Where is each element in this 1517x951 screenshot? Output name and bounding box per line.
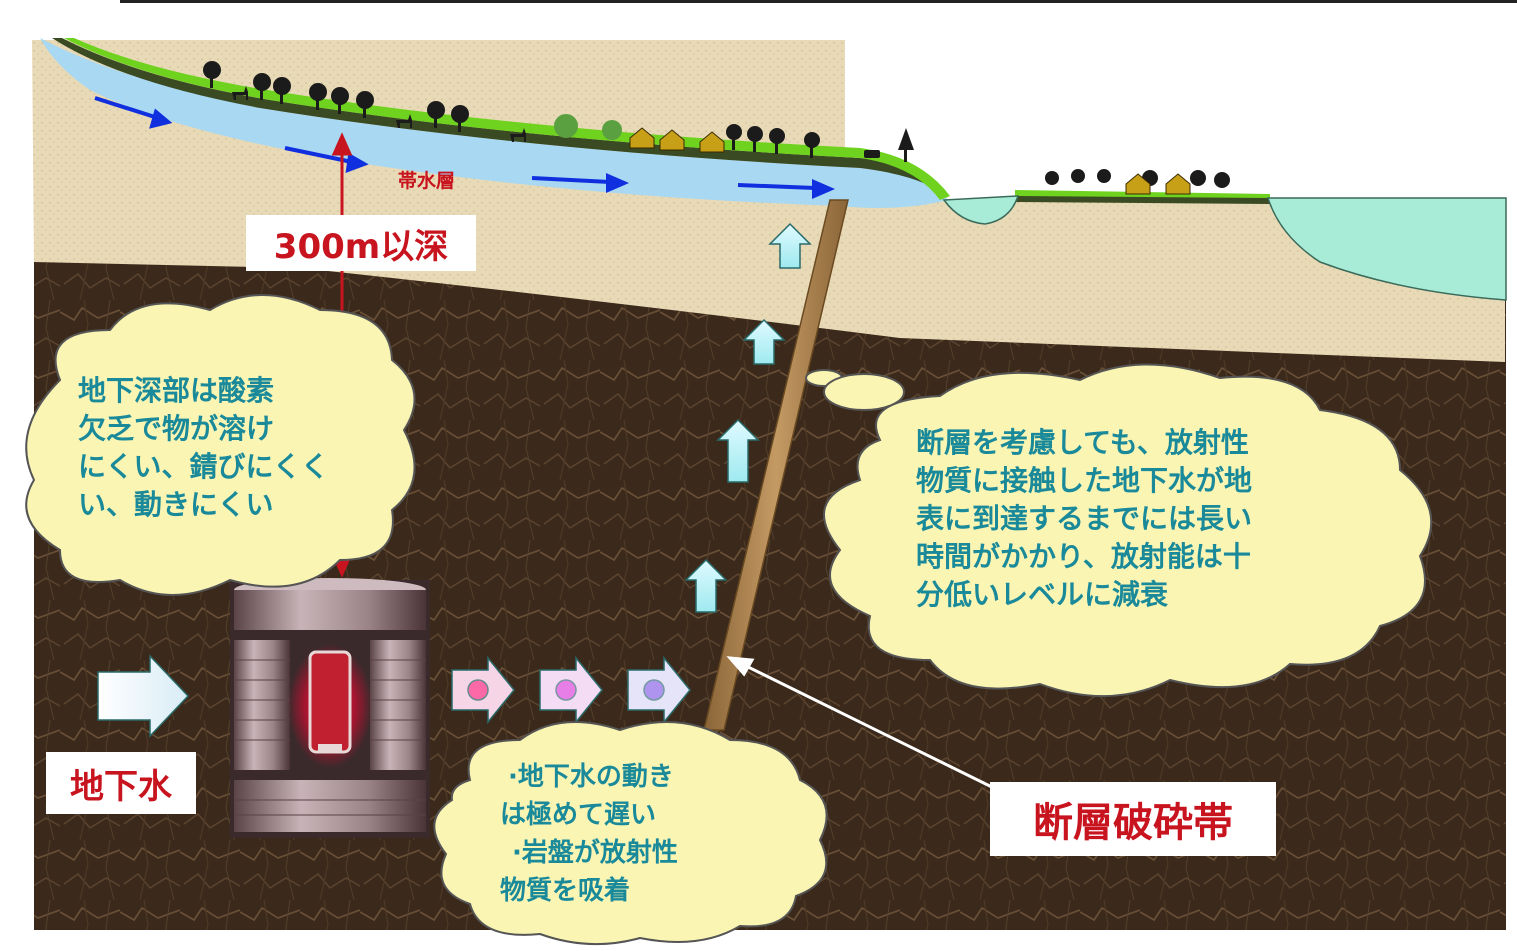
sea [1266,197,1507,301]
fault-pointer [726,656,1003,794]
surface-scenery [203,61,1230,195]
callout-line: 表に到達するまでには長い [916,502,1253,535]
callout-line: 分低いレベルに減衰 [916,578,1169,611]
callout-line: 物質に接触した地下水が地 [916,464,1253,497]
callout-line: 時間がかかり、放射能は十 [916,540,1251,573]
fault-zone [703,199,849,731]
callout-line: 欠乏で物が溶け [78,412,275,445]
cloud-left [25,294,416,596]
deer-icon [232,86,526,142]
aquifer-label: 帯水層 [398,170,456,192]
top-border [0,0,1517,3]
callout-fault-consideration: 断層を考慮しても、放射性 物質に接触した地下水が地 表に到達するまでには長い 時… [916,424,1252,614]
aquifer [40,38,948,208]
callout-line: い、動きにくい [78,488,274,521]
callout-line: 物質を吸着 [500,876,631,906]
callout-line: にくい、錆びにくく [78,450,329,483]
callout-line: 断層を考慮しても、放射性 [916,426,1249,459]
aquifer-flow-arrows [94,96,835,200]
tree-icon [203,61,1230,188]
right-arrow-icon [97,654,190,738]
waste-container-icon [230,578,430,838]
callout-line: ·地下水の動き [508,762,674,792]
cloud-bottom [433,721,828,946]
house-icon [629,127,1191,195]
depth-label: 300m以深 [246,215,476,271]
callout-deep-underground: 地下深部は酸素 欠乏で物が溶け にくい、錆びにくく い、動きにくい [78,372,329,524]
up-arrow-icon [684,222,812,613]
cow-icon [864,150,880,158]
cloud-shapes [25,294,1433,946]
callout-line: ·岩盤が放射性 [512,838,678,868]
small-lake [942,195,1020,225]
cloud-right [823,363,1433,697]
fault-zone-label: 断層破砕帯 [990,782,1276,856]
outflow-arrows [451,655,691,725]
callout-line: は極めて遅い [500,800,657,830]
cloud-tail-mid [823,373,905,411]
callout-line: 地下深部は酸素 [78,374,275,407]
callout-groundwater-movement: ·地下水の動き は極めて遅い ·岩盤が放射性 物質を吸着 [500,758,678,910]
groundwater-label: 地下水 [46,752,196,814]
bush-icon [554,114,622,140]
